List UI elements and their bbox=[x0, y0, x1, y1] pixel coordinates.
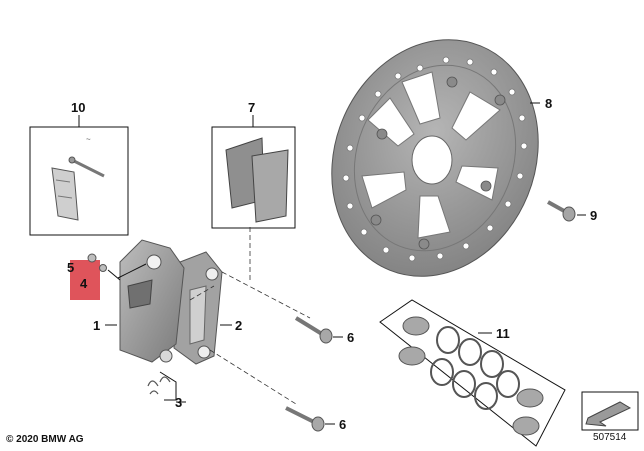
bleeder-cap[interactable] bbox=[87, 253, 97, 263]
reference-arrow-box bbox=[581, 391, 639, 431]
mounting-bolt-upper[interactable] bbox=[294, 316, 333, 344]
mounting-bolt-lower[interactable] bbox=[285, 406, 325, 432]
pad-retaining-kit[interactable]: ~ bbox=[29, 115, 129, 236]
bleeder-valve-highlight[interactable] bbox=[70, 260, 100, 300]
svg-text:6: 6 bbox=[339, 417, 346, 432]
clip-set[interactable] bbox=[147, 376, 171, 395]
brake-disc[interactable] bbox=[297, 8, 573, 307]
svg-text:11: 11 bbox=[496, 326, 510, 341]
svg-text:6: 6 bbox=[347, 330, 354, 345]
svg-text:4: 4 bbox=[80, 276, 88, 291]
svg-text:8: 8 bbox=[545, 96, 552, 111]
svg-text:5: 5 bbox=[67, 260, 74, 275]
bleeder-valve[interactable] bbox=[99, 264, 107, 272]
brake-pad-set[interactable] bbox=[211, 115, 296, 229]
copyright-text: © 2020 BMW AG bbox=[6, 434, 84, 445]
svg-text:10: 10 bbox=[71, 100, 85, 115]
svg-text:3: 3 bbox=[175, 395, 182, 410]
caliper-carrier[interactable] bbox=[173, 251, 223, 365]
svg-text:9: 9 bbox=[590, 208, 597, 223]
disc-bolt[interactable] bbox=[547, 200, 576, 222]
svg-text:2: 2 bbox=[235, 318, 242, 333]
svg-text:7: 7 bbox=[248, 100, 255, 115]
diagram-id: 507514 bbox=[593, 432, 627, 443]
svg-text:1: 1 bbox=[93, 318, 100, 333]
caliper[interactable] bbox=[119, 239, 185, 363]
piston-seal-kit[interactable] bbox=[379, 299, 566, 447]
svg-text:~: ~ bbox=[86, 135, 91, 144]
